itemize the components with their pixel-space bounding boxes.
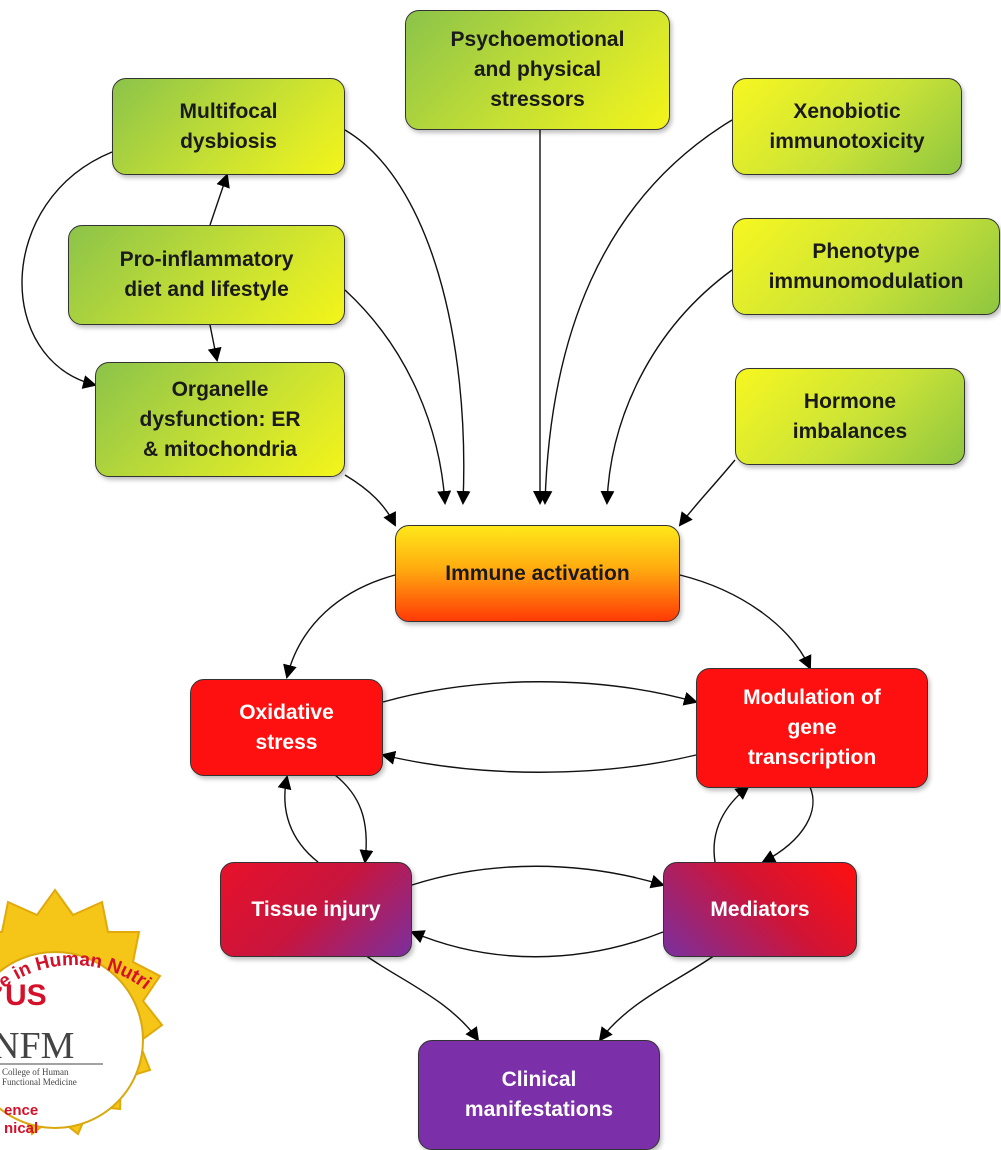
edge-organelle-immune xyxy=(344,474,396,527)
node-clinical-manifestations-label: Clinical manifestations xyxy=(464,1068,614,1121)
edge-mediators-modulation xyxy=(713,785,750,863)
node-tissue-injury: Tissue injury xyxy=(220,862,412,957)
edge-oxidative-tissue xyxy=(334,774,374,864)
node-hormone-imbalances: Hormone imbalances xyxy=(735,368,965,465)
edge-phenotype-immune xyxy=(600,269,733,505)
edge-mediators-clinical xyxy=(598,954,716,1042)
node-multifocal-dysbiosis: Multifocal dysbiosis xyxy=(112,78,345,175)
node-organelle-dysfunction-label: Organelle dysfunction: ER & mitochondria xyxy=(139,377,301,461)
seal-logo-text: NFM xyxy=(0,1025,74,1067)
edge-tissue-oxidative xyxy=(277,775,319,863)
edge-oxidative-modulation xyxy=(382,681,698,706)
edge-modulation-oxidative xyxy=(381,750,697,773)
node-mediators-label: Mediators xyxy=(710,897,810,921)
seal-bottom-text-1: ence xyxy=(4,1102,38,1119)
node-oxidative-stress-label: Oxidative stress xyxy=(239,700,334,754)
node-modulation-gene-transcription: Modulation of gene transcription xyxy=(696,668,928,788)
node-phenotype-immunomodulation-label: Phenotype immunomodulation xyxy=(768,239,964,293)
node-psychoemotional-stressors-label: Psychoemotional and physical stressors xyxy=(450,28,625,111)
seal-small-text-1: College of Human xyxy=(2,1067,69,1077)
seal-bottom-text-2: nical xyxy=(4,1120,38,1137)
node-oxidative-stress: Oxidative stress xyxy=(190,679,383,776)
node-multifocal-dysbiosis-label: Multifocal dysbiosis xyxy=(179,99,278,153)
node-xenobiotic-immunotoxicity-label: Xenobiotic immunotoxicity xyxy=(769,99,925,153)
node-phenotype-immunomodulation: Phenotype immunomodulation xyxy=(732,218,1000,315)
node-hormone-imbalances-label: Hormone imbalances xyxy=(792,389,908,443)
edge-tissue-clinical xyxy=(364,954,480,1042)
edge-proinflam-immune xyxy=(344,289,452,505)
edge-immune-modulation xyxy=(679,574,812,670)
edge-dysbiosis-immune xyxy=(344,129,471,505)
node-clinical-manifestations: Clinical manifestations xyxy=(418,1040,660,1150)
node-modulation-gene-transcription-label: Modulation of gene transcription xyxy=(743,686,881,769)
seal-big-text: US xyxy=(5,979,47,1012)
node-tissue-injury-label: Tissue injury xyxy=(251,897,381,921)
node-xenobiotic-immunotoxicity: Xenobiotic immunotoxicity xyxy=(732,78,962,175)
node-proinflammatory-diet: Pro-inflammatory diet and lifestyle xyxy=(68,225,345,325)
edge-tissue-mediators xyxy=(411,865,665,889)
edge-modulation-mediators xyxy=(761,786,814,863)
edge-proinflam-dysbiosis xyxy=(209,173,230,226)
edge-hormone-immune xyxy=(678,459,736,527)
node-mediators: Mediators xyxy=(663,862,857,957)
edge-dysbiosis-organelle xyxy=(21,151,113,389)
edge-proinflam-organelle xyxy=(207,324,222,362)
node-immune-activation-label: Immune activation xyxy=(445,561,630,585)
award-seal-icon: ellence in Human Nutri US NFM College of… xyxy=(0,888,164,1137)
node-proinflammatory-diet-label: Pro-inflammatory diet and lifestyle xyxy=(119,248,294,301)
node-immune-activation: Immune activation xyxy=(395,525,680,622)
node-psychoemotional-stressors: Psychoemotional and physical stressors xyxy=(405,10,670,130)
edge-mediators-tissue xyxy=(410,930,664,958)
edge-xeno-immune xyxy=(538,119,733,505)
node-organelle-dysfunction: Organelle dysfunction: ER & mitochondria xyxy=(95,362,345,477)
seal-small-text-2: Functional Medicine xyxy=(2,1077,77,1087)
edge-immune-oxidative xyxy=(283,574,396,679)
